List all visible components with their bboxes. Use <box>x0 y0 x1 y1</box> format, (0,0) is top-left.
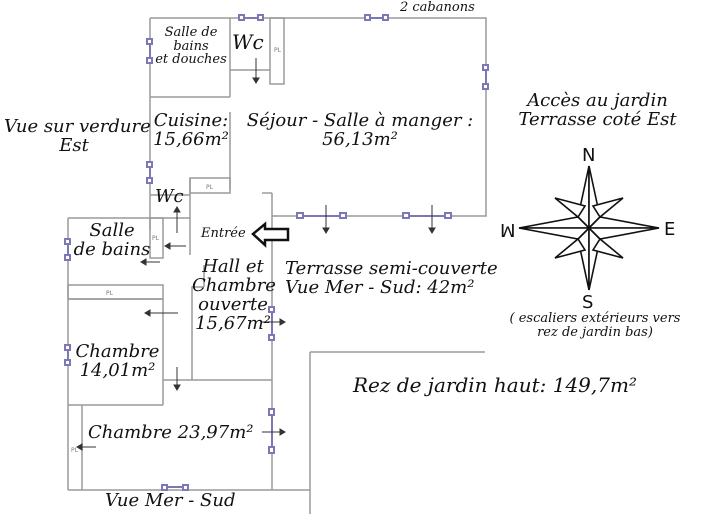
room-cuisine: Cuisine: 15,66m² <box>153 110 229 150</box>
svg-text:PL: PL <box>206 184 214 191</box>
svg-text:PL: PL <box>274 47 282 54</box>
label-vue-mer-sud: Vue Mer - Sud <box>105 490 236 511</box>
compass-rose-icon <box>518 165 660 291</box>
compass-west: M <box>500 219 516 240</box>
label-acces-jardin: Accès au jardin Terrasse coté Est <box>518 90 677 130</box>
room-chambre-1: Chambre 14,01m² <box>75 341 160 381</box>
label-terrasse: Terrasse semi-couverte Vue Mer - Sud: 42… <box>285 258 498 298</box>
compass-east: E <box>664 219 676 240</box>
room-hall-chambre: Hall et Chambre ouverte 15,67m² <box>192 256 276 334</box>
door-arrows <box>76 58 436 451</box>
label-escaliers: ( escaliers extérieurs vers rez de jardi… <box>509 311 681 340</box>
room-salle-bains-douches: Salle de bains et douches <box>155 25 227 68</box>
svg-text:PL: PL <box>71 447 79 454</box>
label-cabanons: 2 cabanons <box>400 0 475 15</box>
compass-south: S <box>582 292 594 313</box>
label-vue-verdure: Vue sur verdure Est <box>4 116 151 156</box>
room-salle-bains: Salle de bains <box>73 220 151 260</box>
room-sejour: Séjour - Salle à manger : 56,13m² <box>246 110 474 150</box>
compass-north: N <box>582 145 596 166</box>
svg-text:PL: PL <box>152 235 160 242</box>
label-total-area: Rez de jardin haut: 149,7m² <box>353 373 637 397</box>
windows <box>64 14 489 491</box>
room-chambre-2: Chambre 23,97m² <box>88 422 254 443</box>
room-wc-bottom: Wc <box>155 186 184 207</box>
pl-markers: PL PL PL PL PL <box>71 47 282 454</box>
entrance-arrow-icon <box>251 221 290 248</box>
room-wc-top: Wc <box>232 30 264 54</box>
label-entree: Entrée <box>201 226 246 241</box>
svg-text:PL: PL <box>106 290 114 297</box>
